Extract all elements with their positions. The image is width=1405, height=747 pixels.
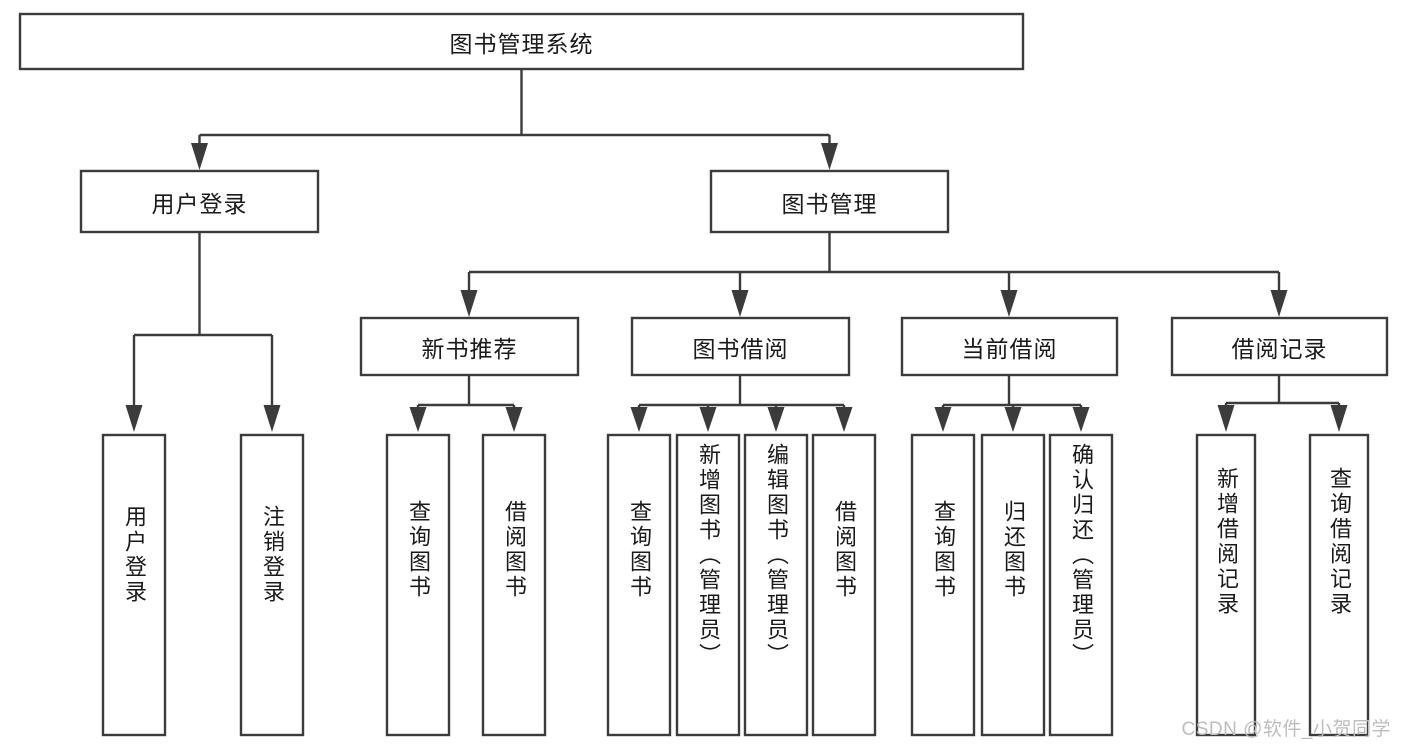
node-box-leaf-confirm-return[interactable] bbox=[1048, 433, 1114, 737]
arrow-head-icon bbox=[460, 290, 478, 317]
arrow-head-icon bbox=[934, 407, 952, 432]
node-box-leaf-query-book-b[interactable] bbox=[606, 433, 672, 737]
node-box-leaf-user-login[interactable] bbox=[101, 433, 167, 737]
node-box-leaf-add-record[interactable] bbox=[1195, 433, 1257, 737]
arrow-head-icon bbox=[1004, 407, 1022, 432]
node-box-borrow-record[interactable] bbox=[1170, 316, 1389, 377]
arrow-head-icon bbox=[1270, 290, 1288, 317]
edge-group-current-borrow bbox=[934, 375, 1090, 432]
arrow-head-icon bbox=[821, 143, 838, 170]
node-box-root[interactable] bbox=[18, 12, 1025, 71]
edge-group-book-borrow bbox=[630, 375, 853, 432]
node-box-new-book-recommend[interactable] bbox=[359, 316, 580, 377]
arrow-head-icon bbox=[1330, 405, 1348, 432]
arrow-head-icon bbox=[409, 407, 427, 432]
node-box-leaf-query-book-c[interactable] bbox=[910, 433, 976, 737]
arrow-head-icon bbox=[505, 407, 523, 432]
node-box-leaf-borrow-book-b[interactable] bbox=[811, 433, 877, 737]
node-box-user-login[interactable] bbox=[79, 169, 320, 234]
arrow-head-icon bbox=[1000, 290, 1018, 317]
arrow-head-icon bbox=[1072, 407, 1090, 432]
arrow-head-icon bbox=[699, 407, 717, 432]
node-box-leaf-add-book[interactable] bbox=[675, 433, 741, 737]
node-box-leaf-borrow-book-a[interactable] bbox=[481, 433, 547, 737]
arrow-head-icon bbox=[835, 407, 853, 432]
arrow-head-icon bbox=[1217, 405, 1235, 432]
arrow-head-icon bbox=[191, 143, 208, 170]
node-box-current-borrow[interactable] bbox=[900, 316, 1119, 377]
node-box-leaf-query-record[interactable] bbox=[1308, 433, 1370, 737]
node-box-book-manage[interactable] bbox=[709, 169, 950, 234]
arrow-head-icon bbox=[630, 407, 648, 432]
node-box-leaf-query-book-a[interactable] bbox=[385, 433, 451, 737]
edge-group-root bbox=[191, 69, 838, 170]
node-box-book-borrow[interactable] bbox=[630, 316, 851, 377]
node-box-leaf-return-book[interactable] bbox=[980, 433, 1046, 737]
edge-group-book-manage bbox=[460, 232, 1288, 317]
edge-group-borrow-record bbox=[1217, 375, 1348, 432]
edge-group-user-login bbox=[125, 232, 281, 432]
arrow-head-icon bbox=[731, 290, 749, 317]
arrow-head-icon bbox=[125, 405, 143, 432]
edge-group-new-book bbox=[409, 375, 523, 432]
node-box-leaf-logout[interactable] bbox=[239, 433, 305, 737]
arrow-head-icon bbox=[767, 407, 785, 432]
arrow-head-icon bbox=[263, 405, 281, 432]
node-box-leaf-edit-book[interactable] bbox=[743, 433, 809, 737]
